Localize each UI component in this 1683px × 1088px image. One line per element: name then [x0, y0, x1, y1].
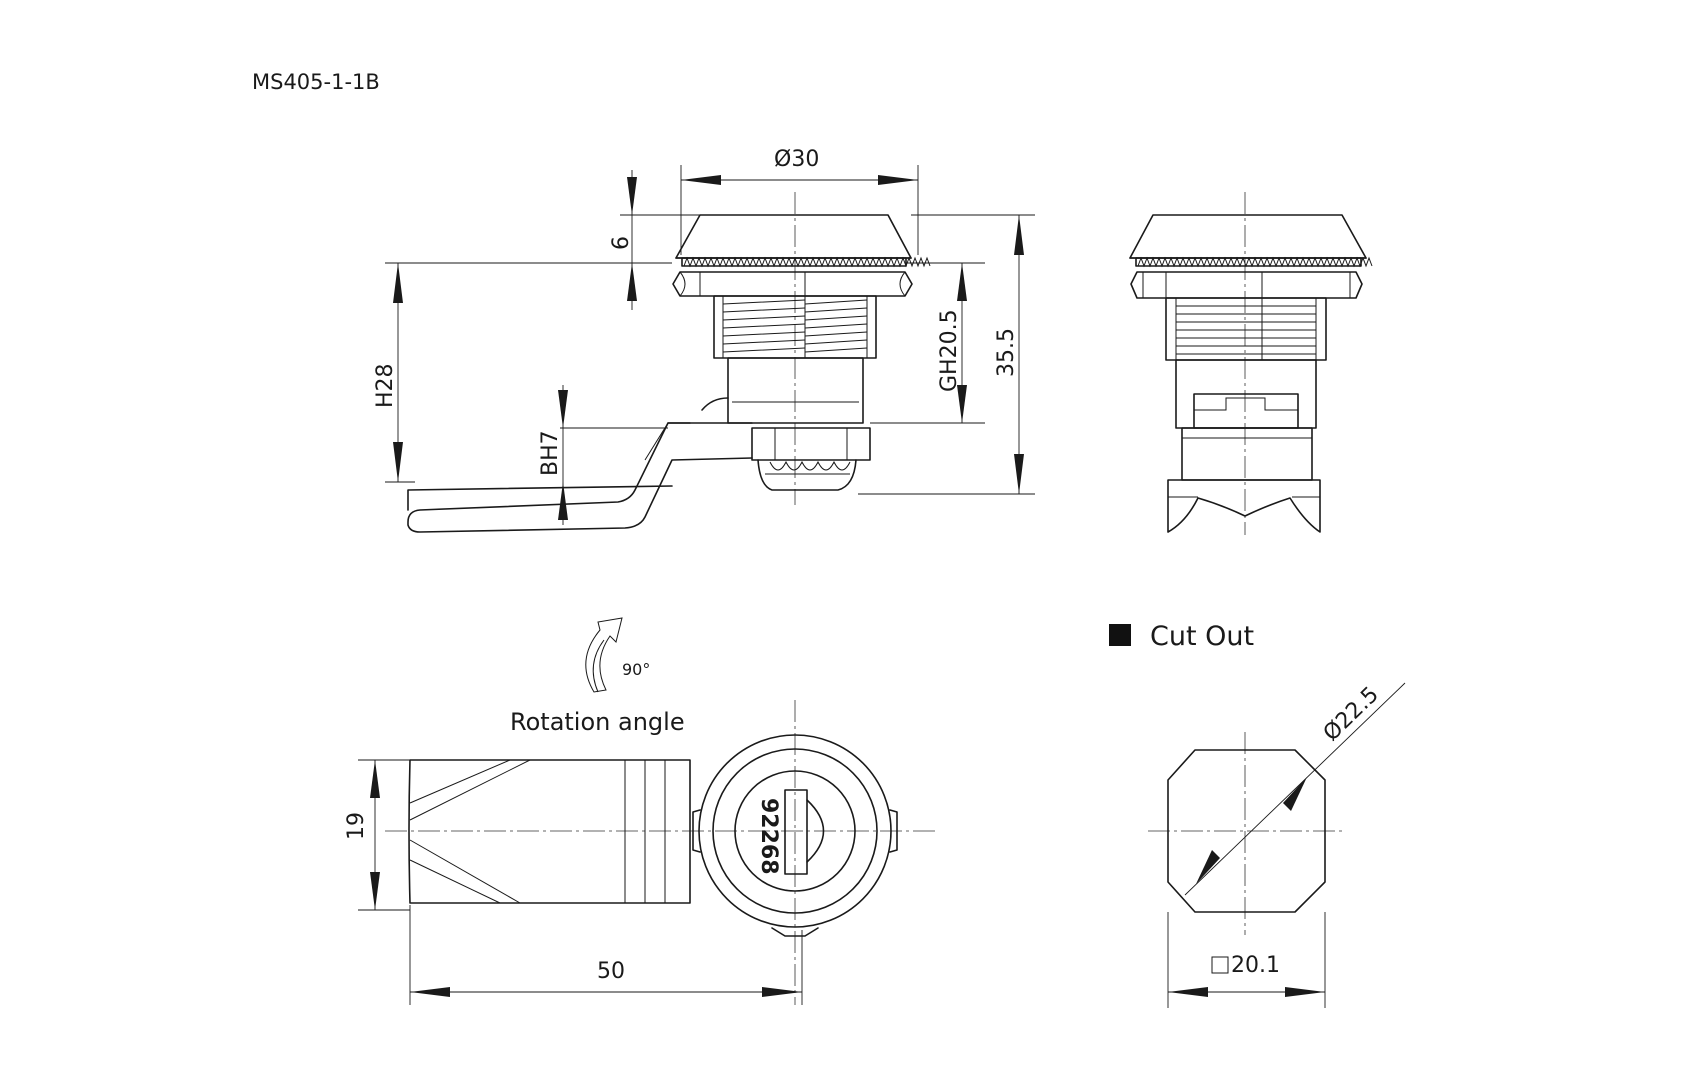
- dim-head-height: 6: [609, 236, 634, 250]
- rotation-arrow-icon: [585, 617, 623, 693]
- top-view-dimensions: 19 50: [344, 759, 803, 1005]
- dim-thread: GH20.5: [937, 309, 962, 392]
- dim-overall-height: H28: [373, 363, 398, 408]
- rotation-angle-value: 90°: [622, 660, 650, 679]
- dim-total-length: 35.5: [994, 328, 1019, 377]
- cutout-section: Cut Out Ø22.5 20.1: [1109, 621, 1406, 1008]
- cutout-square: 20.1: [1231, 953, 1280, 978]
- top-view: 92268: [385, 700, 935, 1005]
- key-code: 92268: [756, 798, 781, 875]
- front-view: [407, 192, 931, 533]
- cutout-title: Cut Out: [1150, 621, 1254, 652]
- dim-cam-offset: BH7: [538, 430, 563, 476]
- dim-cam-length: 50: [597, 959, 625, 984]
- cutout-diameter: Ø22.5: [1319, 682, 1384, 746]
- cutout-marker-icon: [1109, 624, 1131, 646]
- dim-cam-width: 19: [344, 812, 369, 840]
- rotation-angle-label: Rotation angle: [510, 708, 685, 736]
- dim-head-diameter: Ø30: [774, 147, 819, 172]
- square-symbol-icon: [1211, 956, 1229, 974]
- part-number: MS405-1-1B: [252, 70, 380, 94]
- side-view: [1129, 192, 1373, 535]
- front-view-dimensions: Ø30 6 H28 BH7 GH20.5 35.5: [373, 147, 1035, 525]
